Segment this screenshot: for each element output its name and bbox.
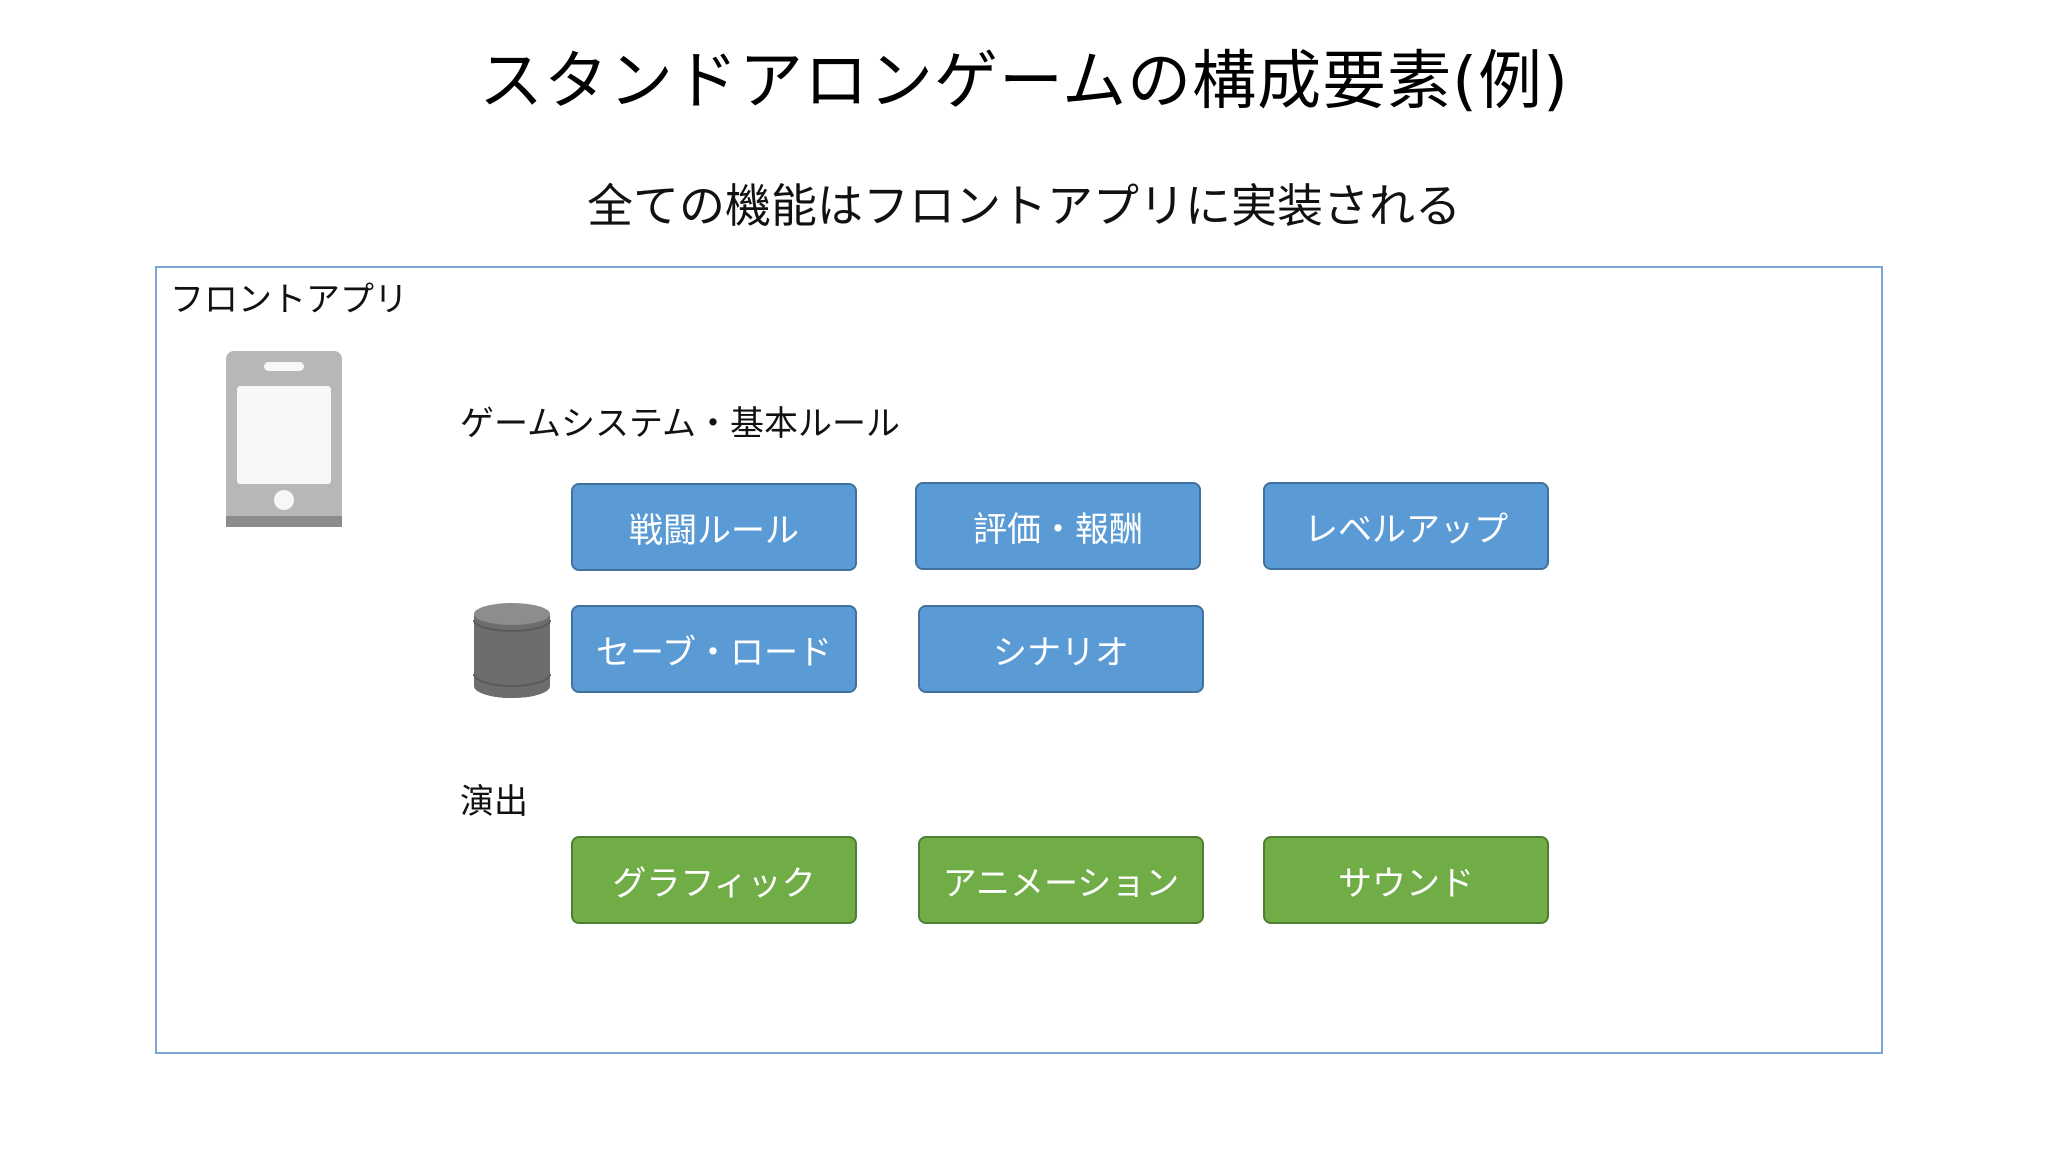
level-up-box: レベルアップ: [1263, 482, 1549, 570]
slide-subtitle: 全ての機能はフロントアプリに実装される: [587, 179, 1461, 233]
save-load-box: セーブ・ロード: [571, 605, 857, 693]
battle-rules-box: 戦闘ルール: [571, 483, 857, 571]
animation-box: アニメーション: [918, 836, 1204, 924]
evaluation-reward-box: 評価・報酬: [915, 482, 1201, 570]
graphics-box: グラフィック: [571, 836, 857, 924]
game-system-label: ゲームシステム・基本ルール: [460, 404, 900, 444]
front-app-frame: [155, 266, 1883, 1054]
front-app-label: フロントアプリ: [170, 280, 408, 320]
slide-title: スタンドアロンゲームの構成要素(例): [478, 45, 1570, 119]
scenario-box: シナリオ: [918, 605, 1204, 693]
sound-box: サウンド: [1263, 836, 1549, 924]
smartphone-icon: [225, 350, 343, 532]
database-icon: [472, 602, 552, 704]
presentation-label: 演出: [460, 782, 528, 822]
